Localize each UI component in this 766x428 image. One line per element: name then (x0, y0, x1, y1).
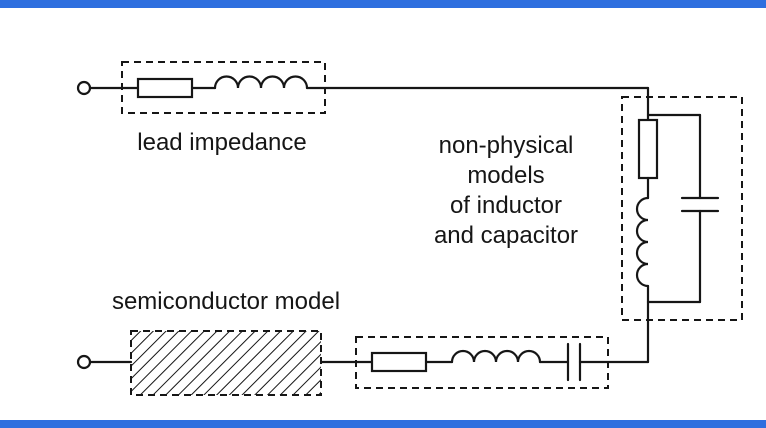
center-label-line-1: non-physical (439, 132, 574, 159)
semiconductor-hatched-box (130, 330, 322, 396)
top-terminal-icon (76, 80, 92, 96)
model-inductor-icon (635, 196, 650, 288)
center-label-line-3: of inductor (450, 192, 562, 219)
bottom-border-bar (0, 420, 766, 428)
lead-resistor-icon (136, 77, 194, 99)
model-resistor-icon (637, 118, 659, 180)
semiconductor-model-label: semiconductor model (112, 288, 340, 315)
center-label-line-2: models (467, 162, 544, 189)
top-border-bar (0, 0, 766, 8)
lead-inductor-icon (213, 75, 309, 90)
series-inductor-icon (450, 349, 542, 364)
nonphysical-models-dashed-box (621, 96, 743, 321)
center-label-line-4: and capacitor (434, 222, 578, 249)
bottom-terminal-icon (76, 354, 92, 370)
lead-impedance-label: lead impedance (137, 129, 306, 156)
series-resistor-icon (370, 351, 428, 373)
